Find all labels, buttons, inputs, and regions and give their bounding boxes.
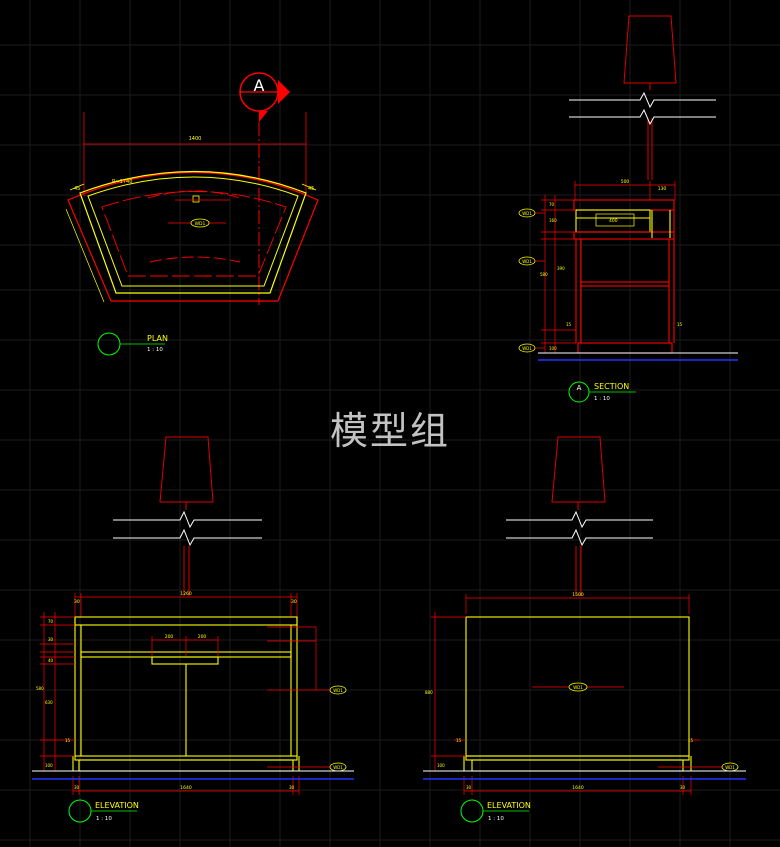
side-dim-15-right: 15: [688, 738, 694, 743]
side-elevation-view: 1500 WD1 WD1 880 15 15 100: [423, 436, 746, 823]
front-tag-2: WD1: [329, 762, 347, 772]
plan-hidden-arc-top: [147, 190, 241, 199]
front-scale: 1 : 10: [96, 816, 112, 822]
side-dim-bottom-right: 30: [680, 785, 686, 790]
front-dim-v5: 580: [36, 686, 44, 691]
side-tag-1-label: WD1: [573, 685, 583, 690]
plan-corner-label-right: 45: [308, 186, 314, 192]
plan-handle-square: [192, 195, 200, 203]
plan-corner-label-left: 45: [74, 186, 80, 192]
section-tag-3: WD1: [518, 343, 545, 353]
section-tag-1-label: WD1: [522, 211, 532, 216]
front-tag-1-label: WD1: [333, 688, 343, 693]
plan-top-outline: [79, 170, 307, 294]
front-top-dims: [74, 593, 298, 617]
front-lamp: [159, 436, 214, 596]
side-scale: 1 : 10: [488, 816, 504, 822]
side-lamp: [551, 436, 606, 596]
front-dim-v1: 70: [48, 619, 54, 624]
side-material-tag: WD1: [532, 682, 624, 692]
section-lamp: [623, 15, 677, 180]
plan-outer-outline: [67, 171, 319, 302]
front-break-lines: [113, 510, 262, 547]
front-dim-v3: 40: [48, 658, 54, 663]
section-title-marker: A: [577, 384, 582, 392]
front-elevation-view: 1260 30 30 200 200: [32, 436, 354, 823]
section-dim-depth: 500: [621, 179, 630, 185]
front-dim-bottom-left: 30: [74, 785, 80, 790]
plan-width-label: 1400: [189, 136, 202, 142]
section-tag-2: WD1: [518, 256, 545, 266]
plan-scale: 1 : 10: [147, 347, 163, 353]
section-scale: 1 : 10: [594, 396, 610, 402]
section-tag-3-label: WD1: [522, 346, 532, 351]
section-dim-580: 580: [540, 272, 548, 277]
side-dim-15-left: 15: [456, 738, 462, 743]
front-dim-v2: 30: [48, 637, 54, 642]
front-tag-2-label: WD1: [333, 765, 343, 770]
plan-title: PLAN: [147, 334, 168, 343]
front-dim-drawer-left: 200: [165, 634, 174, 640]
side-base-tag: WD1: [658, 762, 739, 772]
plan-left-dim: [65, 208, 105, 303]
front-dim-drawer-right: 200: [198, 634, 207, 640]
section-dim-160: 160: [549, 218, 557, 223]
side-tag-2-label: WD1: [725, 765, 735, 770]
front-dim-top: 1260: [180, 591, 192, 597]
section-dim-drawer: 400: [609, 218, 618, 224]
section-dim-right: 130: [658, 186, 667, 192]
side-dim-bottom-left: 30: [466, 785, 472, 790]
side-title: ELEVATION: [487, 801, 531, 810]
front-dim-bottom-right: 30: [289, 785, 295, 790]
section-break-lines: [569, 91, 716, 126]
front-title: ELEVATION: [95, 801, 139, 810]
side-dim-top: 1500: [572, 592, 584, 598]
section-dim-390: 390: [557, 266, 565, 271]
plan-tag-label: WD1: [195, 221, 206, 227]
front-dim-v6: 15: [65, 738, 71, 743]
side-top-dims: [465, 594, 690, 614]
section-title: SECTION: [594, 382, 629, 391]
section-dim-70: 70: [549, 202, 555, 207]
section-tag-2-label: WD1: [522, 259, 532, 264]
watermark-text: 模型组: [329, 409, 450, 453]
section-view: 500 130 400 70 160: [518, 15, 738, 403]
front-drawer-dims: [151, 636, 219, 656]
section-top-dims: [574, 181, 676, 200]
front-dim-bottom: 1640: [180, 785, 192, 791]
plan-material-tag: WD1: [168, 218, 226, 228]
section-marker-letter: A: [254, 76, 265, 95]
section-carcass: [573, 199, 675, 354]
section-dim-100: 100: [549, 346, 557, 351]
plan-corner-ticks: [69, 183, 317, 191]
section-marker-a: A: [239, 72, 290, 122]
section-dim-15-right: 15: [677, 322, 683, 327]
plan-radius-label: R=1740: [112, 179, 132, 185]
plan-inner-outline: [87, 176, 299, 287]
front-dim-top-right: 30: [291, 599, 297, 605]
front-dim-top-left: 30: [74, 599, 80, 605]
section-tag-1: WD1: [518, 208, 545, 218]
section-dim-15: 15: [566, 322, 572, 327]
side-break-lines: [506, 510, 653, 547]
section-left-dims: [541, 195, 576, 354]
plan-hidden-arc-bottom: [149, 256, 241, 263]
plan-view: A 1400 45 45 R=1740: [65, 72, 319, 356]
front-leaders: [267, 626, 330, 768]
side-dim-height: 880: [425, 690, 433, 695]
front-dim-v7: 100: [45, 763, 53, 768]
side-dim-bottom: 1640: [572, 785, 584, 791]
side-dim-base: 100: [437, 763, 445, 768]
plan-width-dimension: [83, 112, 307, 196]
front-dim-v4: 630: [45, 700, 53, 705]
front-tag-1: WD1: [329, 685, 347, 695]
